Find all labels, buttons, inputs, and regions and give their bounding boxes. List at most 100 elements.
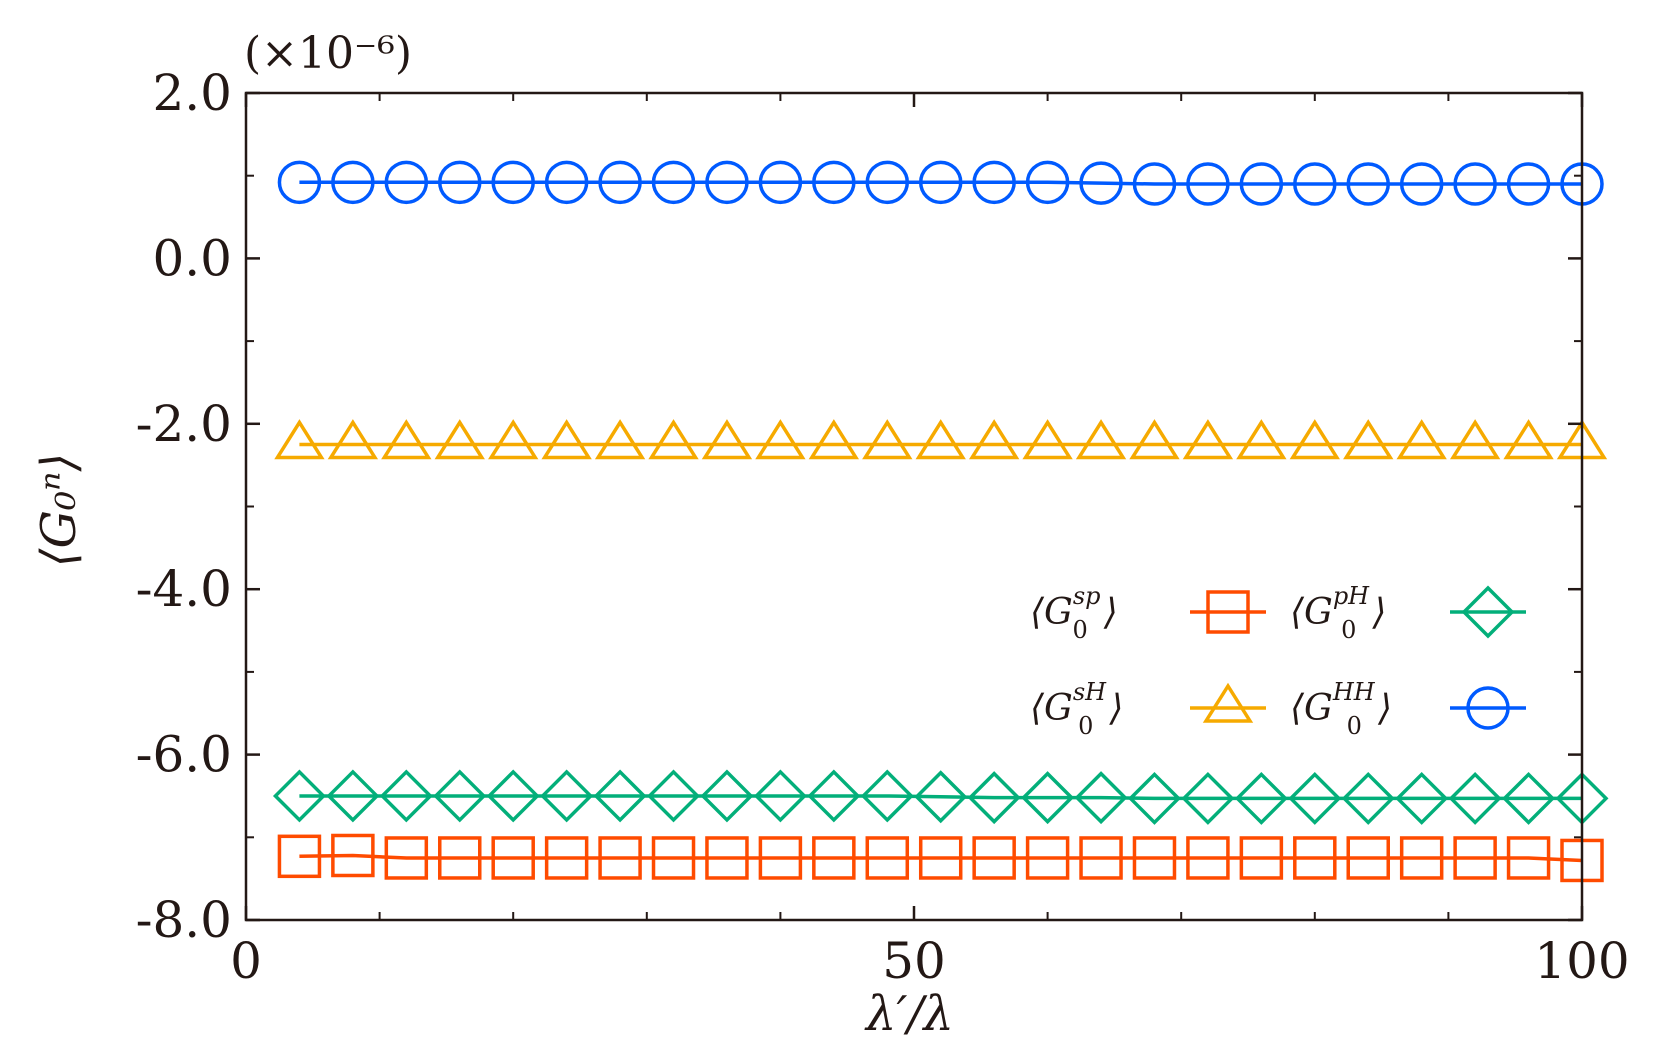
- data-point-sp: [1132, 836, 1177, 880]
- series-line-hh: [299, 180, 1582, 186]
- data-point-sp: [438, 836, 482, 880]
- y-tick-label: 2.0: [152, 64, 232, 122]
- data-point-sp: [1506, 836, 1551, 880]
- data-point-sh: [862, 419, 913, 460]
- data-point-hh: [384, 160, 429, 205]
- y-axis-label: ⟨G₀ⁿ⟩: [31, 453, 87, 568]
- data-point-sp: [972, 836, 1016, 880]
- data-point-sh: [1343, 419, 1394, 460]
- legend-marker: [1206, 590, 1250, 634]
- data-point-sp: [758, 836, 803, 880]
- data-point-sp: [1293, 836, 1337, 880]
- data-point-hh: [1453, 162, 1497, 206]
- data-point-sh: [755, 419, 806, 460]
- data-point-ph: [1502, 771, 1556, 825]
- data-point-ph: [860, 769, 914, 823]
- data-point-sp: [1346, 836, 1390, 880]
- data-point-hh: [1025, 160, 1070, 205]
- data-point-sh: [1022, 419, 1073, 460]
- y-tick-label: 0.0: [152, 229, 232, 287]
- data-point-sp: [598, 836, 642, 880]
- data-point-hh: [598, 160, 642, 205]
- data-point-sh: [488, 419, 539, 460]
- data-point-sh: [1503, 419, 1554, 460]
- data-point-hh: [277, 160, 322, 205]
- data-point-hh: [812, 160, 856, 205]
- data-point-sp: [705, 836, 749, 880]
- x-tick-label: 50: [882, 932, 946, 990]
- data-point-sh: [1396, 419, 1447, 460]
- legend-marker: [1202, 682, 1254, 723]
- data-point-sh: [915, 419, 966, 460]
- data-point-hh: [1132, 162, 1177, 206]
- data-point-ph: [540, 769, 594, 823]
- data-point-sp: [651, 836, 696, 880]
- x-axis-label: λ′/λ: [864, 986, 954, 1042]
- data-point-hh: [758, 160, 803, 205]
- x-tick-label: 0: [230, 932, 262, 990]
- data-point-sp: [1399, 836, 1444, 880]
- data-point-sh: [1449, 419, 1501, 460]
- legend-marker: [1466, 686, 1510, 730]
- series-line-ph: [299, 794, 1582, 801]
- data-point-ph: [807, 769, 861, 823]
- data-point-sp: [331, 833, 375, 878]
- data-point-hh: [438, 160, 482, 205]
- series-layer: [272, 160, 1609, 883]
- data-point-ph: [486, 769, 540, 823]
- data-point-sh: [1182, 419, 1234, 460]
- data-point-ph: [326, 769, 380, 823]
- data-point-sp: [277, 834, 322, 879]
- data-point-ph: [272, 769, 326, 823]
- data-point-ph: [967, 771, 1021, 825]
- data-point-sp: [1079, 836, 1123, 880]
- data-point-ph: [1128, 771, 1181, 825]
- data-point-sh: [1075, 419, 1127, 460]
- data-point-ph: [700, 769, 754, 823]
- data-point-sp: [1025, 836, 1070, 880]
- y-tick-label: -8.0: [136, 891, 232, 949]
- data-point-sh: [808, 419, 860, 460]
- data-point-sh: [594, 419, 646, 460]
- data-point-hh: [972, 160, 1016, 205]
- data-point-sp: [812, 836, 856, 880]
- data-point-hh: [1293, 162, 1337, 206]
- data-point-sp: [1186, 836, 1230, 880]
- data-point-sp: [491, 836, 535, 880]
- data-point-hh: [1186, 162, 1230, 206]
- data-point-ph: [379, 769, 433, 823]
- y-scale-label: (×10⁻⁶): [244, 28, 412, 79]
- data-point-ph: [1448, 771, 1502, 825]
- data-point-sp: [1453, 836, 1497, 880]
- y-tick-label: -2.0: [136, 395, 232, 453]
- data-point-sh: [701, 419, 753, 460]
- data-point-sh: [1129, 419, 1180, 460]
- y-tick-label: -6.0: [136, 726, 232, 784]
- series-sp: [277, 833, 1604, 883]
- data-point-hh: [1239, 162, 1284, 206]
- legend-marker: [1461, 585, 1515, 639]
- data-point-hh: [1506, 162, 1551, 206]
- data-point-hh: [1346, 162, 1390, 206]
- data-point-ph: [1181, 771, 1235, 825]
- data-point-ph: [1288, 771, 1342, 825]
- series-hh: [277, 160, 1604, 206]
- data-point-sh: [327, 419, 379, 460]
- data-point-hh: [1079, 161, 1123, 205]
- data-point-ph: [753, 769, 807, 823]
- data-point-sh: [381, 419, 432, 460]
- data-point-ph: [433, 769, 487, 823]
- data-point-hh: [651, 160, 696, 205]
- series-line-sp: [299, 853, 1583, 863]
- data-point-sp: [384, 836, 429, 880]
- data-point-sh: [274, 419, 325, 460]
- data-point-ph: [1074, 771, 1128, 825]
- data-point-sh: [434, 419, 485, 460]
